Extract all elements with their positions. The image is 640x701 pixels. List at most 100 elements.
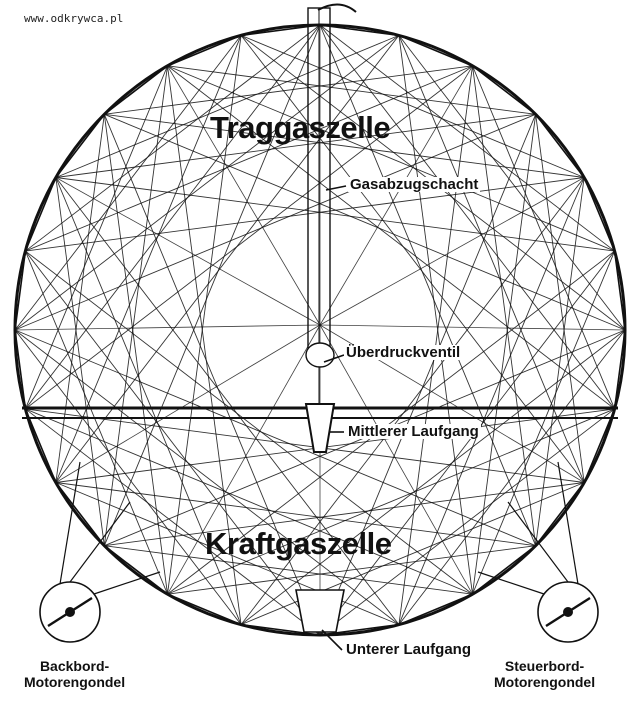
steuerbord-strut (507, 501, 569, 583)
backbord-strut (59, 461, 81, 585)
bracing-wire (472, 65, 537, 546)
bracing-wire (103, 65, 168, 546)
bracing-wire (55, 114, 105, 483)
bracing-wire (55, 177, 105, 546)
bracing-wire (25, 408, 585, 483)
bracing-wire (535, 177, 585, 546)
bracing-wire (14, 35, 400, 331)
bracing-wire (319, 114, 537, 636)
radial-wire (167, 324, 321, 595)
bracing-wire (167, 35, 242, 595)
bracing-wire (24, 65, 168, 410)
label-gasabzugschacht: Gasabzugschacht (348, 176, 481, 193)
backbord-strut (69, 501, 131, 583)
hull-structure (13, 3, 627, 651)
bracing-wire (14, 329, 400, 625)
bracing-wire (319, 24, 615, 252)
bracing-wire (25, 24, 321, 410)
bracing-wire (240, 34, 585, 178)
lower-walkway (295, 589, 345, 633)
bracing-wire (398, 177, 585, 625)
label-mittlerer-laufgang: Mittlerer Laufgang (346, 423, 481, 440)
bracing-wire (167, 65, 242, 625)
bracing-wire (14, 329, 536, 547)
bracing-wire (14, 35, 242, 331)
middle-walkway (304, 403, 336, 453)
frame-ring (14, 24, 626, 636)
radial-wire (55, 324, 321, 483)
radial-wire (14, 324, 321, 331)
bracing-wire (535, 114, 585, 483)
label-steuerbord-line1: Steuerbord- (504, 658, 585, 674)
label-backbord-motorengondel: Backbord- Motorengondel (22, 658, 127, 690)
bracing-wire (319, 408, 615, 636)
bracing-wire (14, 113, 536, 331)
backbord-strut (93, 571, 161, 595)
bracing-wire (25, 408, 473, 595)
bracing-wire (104, 65, 473, 115)
leader-gasabzugschacht (325, 185, 347, 191)
bracing-wire (319, 250, 615, 636)
radial-wire (319, 324, 626, 331)
bracing-wire (25, 250, 321, 636)
radial-wire (55, 177, 321, 326)
bracing-wire (104, 113, 585, 178)
bracing-wire (104, 545, 473, 595)
bracing-wire (240, 177, 585, 625)
label-ueberdruckventil: Überdruckventil (344, 344, 463, 361)
bracing-wire (103, 114, 168, 595)
bracing-wire (472, 65, 616, 410)
bracing-wire (55, 177, 400, 625)
radial-wire (167, 65, 321, 326)
bracing-wire (55, 482, 536, 547)
top-vent-cap (317, 3, 357, 13)
bracing-wire (25, 24, 321, 252)
bracing-wire (472, 114, 537, 595)
steuerbord-strut (477, 571, 545, 595)
bracing-wire (103, 114, 321, 636)
radial-wire (319, 65, 473, 326)
bracing-wire (398, 329, 626, 625)
pressure-valve (305, 342, 335, 368)
bracing-wire (398, 35, 473, 595)
bracing-wire (25, 250, 473, 595)
label-backbord-line1: Backbord- (39, 658, 110, 674)
label-steuerbord-line2: Motorengondel (494, 674, 596, 691)
bracing-wire (240, 329, 626, 625)
leader-ueberdruckventil (323, 354, 345, 363)
radial-wire (319, 324, 473, 595)
bracing-wire (25, 65, 473, 252)
bracing-wire (167, 65, 615, 410)
bracing-wire (167, 250, 615, 595)
bracing-wire (24, 250, 168, 595)
backbord-propeller-blade (47, 596, 93, 628)
bracing-wire (25, 408, 321, 636)
bracing-wire (25, 177, 585, 252)
bracing-wire (55, 113, 536, 178)
steuerbord-propeller-blade (545, 596, 591, 628)
label-unterer-laufgang: Unterer Laufgang (344, 641, 474, 658)
watermark-text: www.odkrywca.pl (24, 12, 124, 25)
bracing-wire (55, 177, 242, 625)
label-backbord-line2: Motorengondel (24, 674, 126, 691)
bracing-wire (167, 65, 615, 252)
bracing-wire (25, 65, 473, 410)
bracing-wire (319, 24, 537, 546)
bracing-wire (103, 24, 321, 546)
bracing-wire (104, 482, 585, 547)
bracing-wire (319, 24, 615, 410)
bracing-wire (104, 113, 626, 331)
bracing-wire (55, 177, 615, 252)
bracing-wire (14, 329, 242, 625)
bracing-wire (167, 545, 536, 595)
bracing-wire (472, 250, 616, 595)
bracing-wire (167, 65, 536, 115)
bracing-wire (398, 35, 626, 331)
bracing-wire (167, 408, 615, 595)
label-steuerbord-motorengondel: Steuerbord- Motorengondel (492, 658, 597, 690)
label-kraftgaszelle: Kraftgaszelle (205, 526, 392, 561)
bracing-wire (55, 408, 615, 483)
bracing-wire (55, 34, 400, 178)
